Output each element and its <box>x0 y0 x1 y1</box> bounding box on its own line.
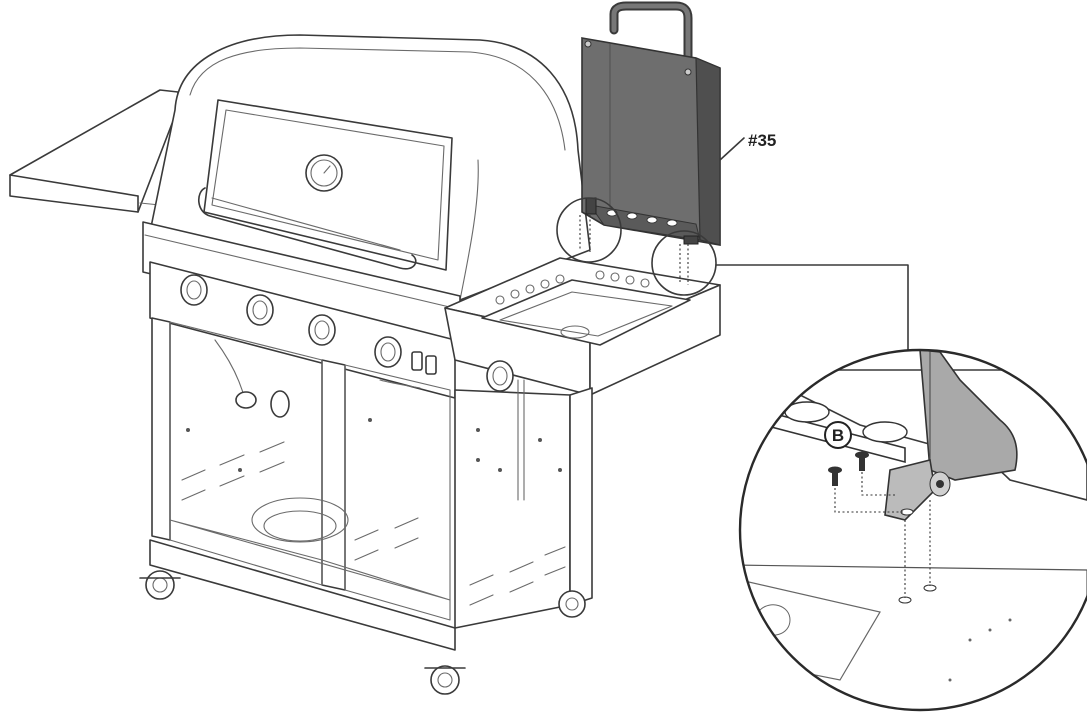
burner-knob-2[interactable] <box>246 294 274 326</box>
igniter-button[interactable] <box>411 351 423 371</box>
grill-lid <box>149 34 591 301</box>
burner-knob-3[interactable] <box>308 314 336 346</box>
part-35-panel <box>581 1 721 246</box>
cart-cabinet <box>149 317 593 651</box>
caster-wheel-icon <box>558 590 586 618</box>
detail-circle-left <box>556 197 622 263</box>
light-switch[interactable] <box>425 355 437 375</box>
caster-wheel-icon <box>139 570 181 600</box>
screw-icon <box>855 451 869 471</box>
svg-text:B: B <box>832 426 844 445</box>
detail-circle-right <box>651 230 717 296</box>
burner-knob-1[interactable] <box>180 274 208 306</box>
caster-wheel-icon <box>424 665 466 695</box>
part-35-label: #35 <box>748 131 776 150</box>
zoom-detail: B <box>738 348 1087 712</box>
side-burner-shelf <box>444 257 721 396</box>
burner-knob-4[interactable] <box>374 336 402 368</box>
detail-connector-line <box>715 264 909 353</box>
left-side-shelf <box>9 89 179 213</box>
screw-icon <box>828 466 842 486</box>
part-35-leader-line <box>719 137 745 161</box>
thermometer-icon <box>305 154 343 192</box>
side-burner-knob[interactable] <box>486 360 514 392</box>
hardware-badge-b: B <box>824 421 852 449</box>
